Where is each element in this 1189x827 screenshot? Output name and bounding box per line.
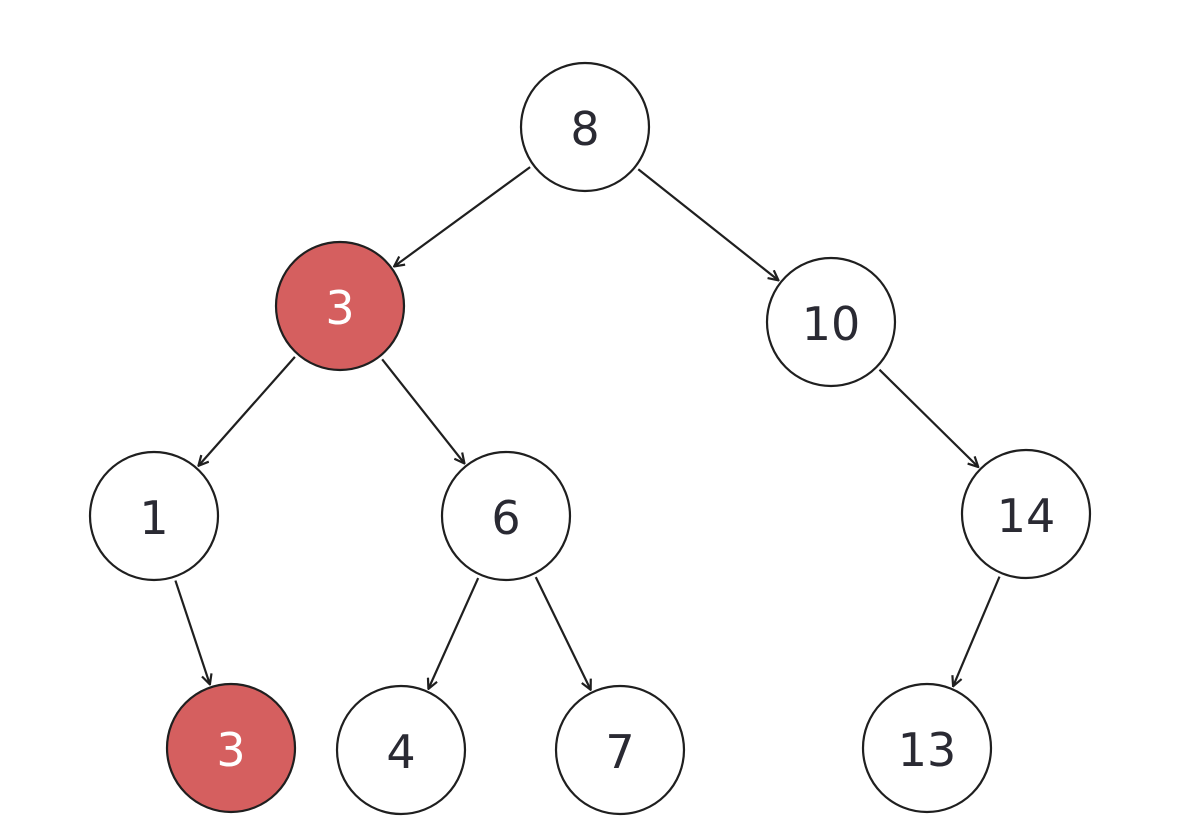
node-label: 1 [139,491,168,545]
node-circle-highlighted [274,240,406,372]
edge-arrow-n8-to-n10 [637,168,778,280]
node-label: 10 [802,297,861,351]
node-circle [88,450,220,582]
node-circle [519,61,651,193]
edge-arrow-n3a-to-n6 [381,358,464,463]
tree-node-n3b: 3 [165,682,297,814]
edge-arrow-n8-to-n3a [394,166,531,266]
node-label: 7 [605,725,634,779]
tree-node-n1: 1 [88,450,220,582]
node-label: 14 [997,489,1056,543]
tree-node-n3a: 3 [274,240,406,372]
edge-arrow-n14-to-n13 [953,576,1001,687]
node-circle-highlighted [165,682,297,814]
edge-arrow-n6-to-n7 [534,576,591,690]
edge-arrow-n10-to-n14 [878,368,978,467]
nodes-layer: 8 3 10 1 6 14 3 4 7 13 [88,61,1092,816]
tree-node-n13: 13 [861,682,993,814]
tree-node-n10: 10 [765,256,897,388]
edges-layer [174,166,1001,690]
node-circle [765,256,897,388]
node-circle [861,682,993,814]
tree-node-n8: 8 [519,61,651,193]
tree-node-n7: 7 [554,684,686,816]
tree-node-n4: 4 [335,684,467,816]
node-label: 3 [216,723,245,777]
node-label: 13 [898,723,957,777]
tree-node-n6: 6 [440,450,572,582]
node-circle [440,450,572,582]
node-label: 4 [386,725,415,779]
node-circle [335,684,467,816]
node-circle [554,684,686,816]
node-circle [960,448,1092,580]
node-label: 8 [570,102,599,156]
tree-node-n14: 14 [960,448,1092,580]
edge-arrow-n1-to-n3b [174,580,209,685]
edge-arrow-n3a-to-n1 [198,356,296,466]
node-label: 3 [325,281,354,335]
node-label: 6 [491,491,520,545]
edge-arrow-n6-to-n4 [428,577,480,689]
